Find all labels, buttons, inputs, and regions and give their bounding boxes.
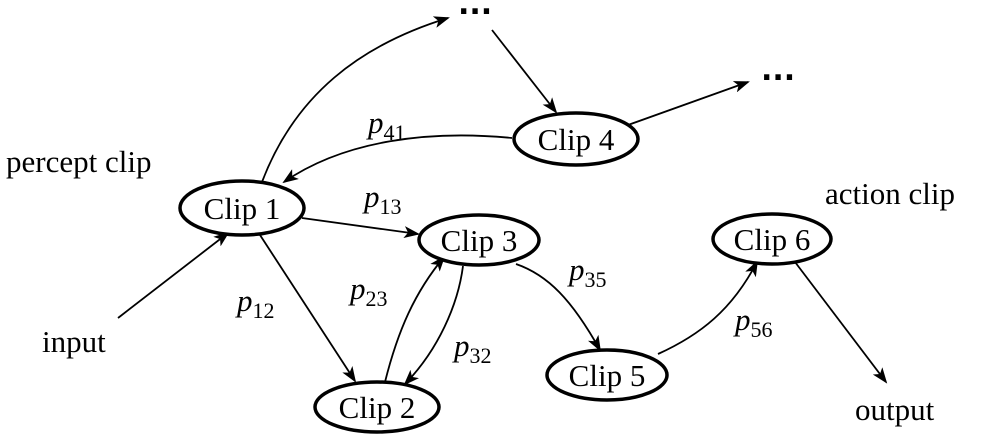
clip-1-node: Clip 1 [178, 179, 306, 237]
edge-clip3-to-clip2 [403, 265, 464, 386]
input-label: input [42, 324, 106, 359]
edge-top-ellipsis-to-clip4 [491, 29, 558, 114]
p56-symbol: p [733, 302, 751, 337]
clip-6-node: Clip 6 [711, 212, 833, 266]
clip-5-node: Clip 5 [545, 348, 669, 402]
p35-label: p35 [567, 252, 607, 292]
p32-label: p32 [452, 328, 492, 368]
edge-clip1-to-clip2 [259, 234, 357, 383]
clip-4-label: Clip 4 [538, 122, 615, 157]
edge-clip5-to-clip6 [657, 260, 758, 355]
edges [117, 16, 888, 386]
edge-clip4-to-right-ellipsis [627, 81, 750, 126]
p23-subscript: 23 [366, 286, 388, 311]
edge-clip1-to-clip3 [301, 217, 420, 239]
clip-6-label: Clip 6 [734, 222, 811, 257]
p23-symbol: p [348, 271, 366, 306]
edge-clip2-to-clip3 [384, 255, 446, 383]
right-ellipsis: ... [761, 53, 795, 88]
p12-symbol: p [235, 283, 253, 318]
edge-input-to-clip1 [117, 231, 230, 319]
action-clip-label: action clip [825, 176, 955, 211]
clip-4-node: Clip 4 [512, 111, 640, 167]
clip-5-label: Clip 5 [569, 358, 646, 393]
p41-label: p41 [366, 105, 406, 145]
p23-label: p23 [348, 271, 388, 311]
p13-symbol: p [362, 179, 380, 214]
p56-label: p56 [733, 302, 773, 342]
p32-subscript: 32 [470, 343, 492, 368]
output-label: output [855, 392, 935, 427]
percept-clip-label: percept clip [6, 144, 151, 179]
clip-2-node: Clip 2 [313, 380, 441, 434]
top-ellipsis: ... [458, 0, 492, 22]
clip-3-node: Clip 3 [417, 213, 541, 267]
p13-label: p13 [362, 179, 402, 219]
edge-clip3-to-clip5 [515, 263, 601, 352]
p56-subscript: 56 [751, 317, 773, 342]
edge-clip4-to-clip1 [282, 134, 513, 184]
clip-3-label: Clip 3 [441, 223, 518, 258]
clip-2-label: Clip 2 [339, 390, 416, 425]
edge-clip6-to-output [794, 261, 888, 384]
p32-symbol: p [452, 328, 470, 363]
edge-clip1-to-top-ellipsis [261, 16, 450, 183]
clip-1-label: Clip 1 [204, 191, 281, 226]
p41-subscript: 41 [384, 120, 406, 145]
p12-subscript: 12 [253, 298, 275, 323]
p41-symbol: p [366, 105, 384, 140]
p35-symbol: p [567, 252, 585, 287]
p13-subscript: 13 [380, 194, 402, 219]
p12-label: p12 [235, 283, 275, 323]
p35-subscript: 35 [585, 267, 607, 292]
